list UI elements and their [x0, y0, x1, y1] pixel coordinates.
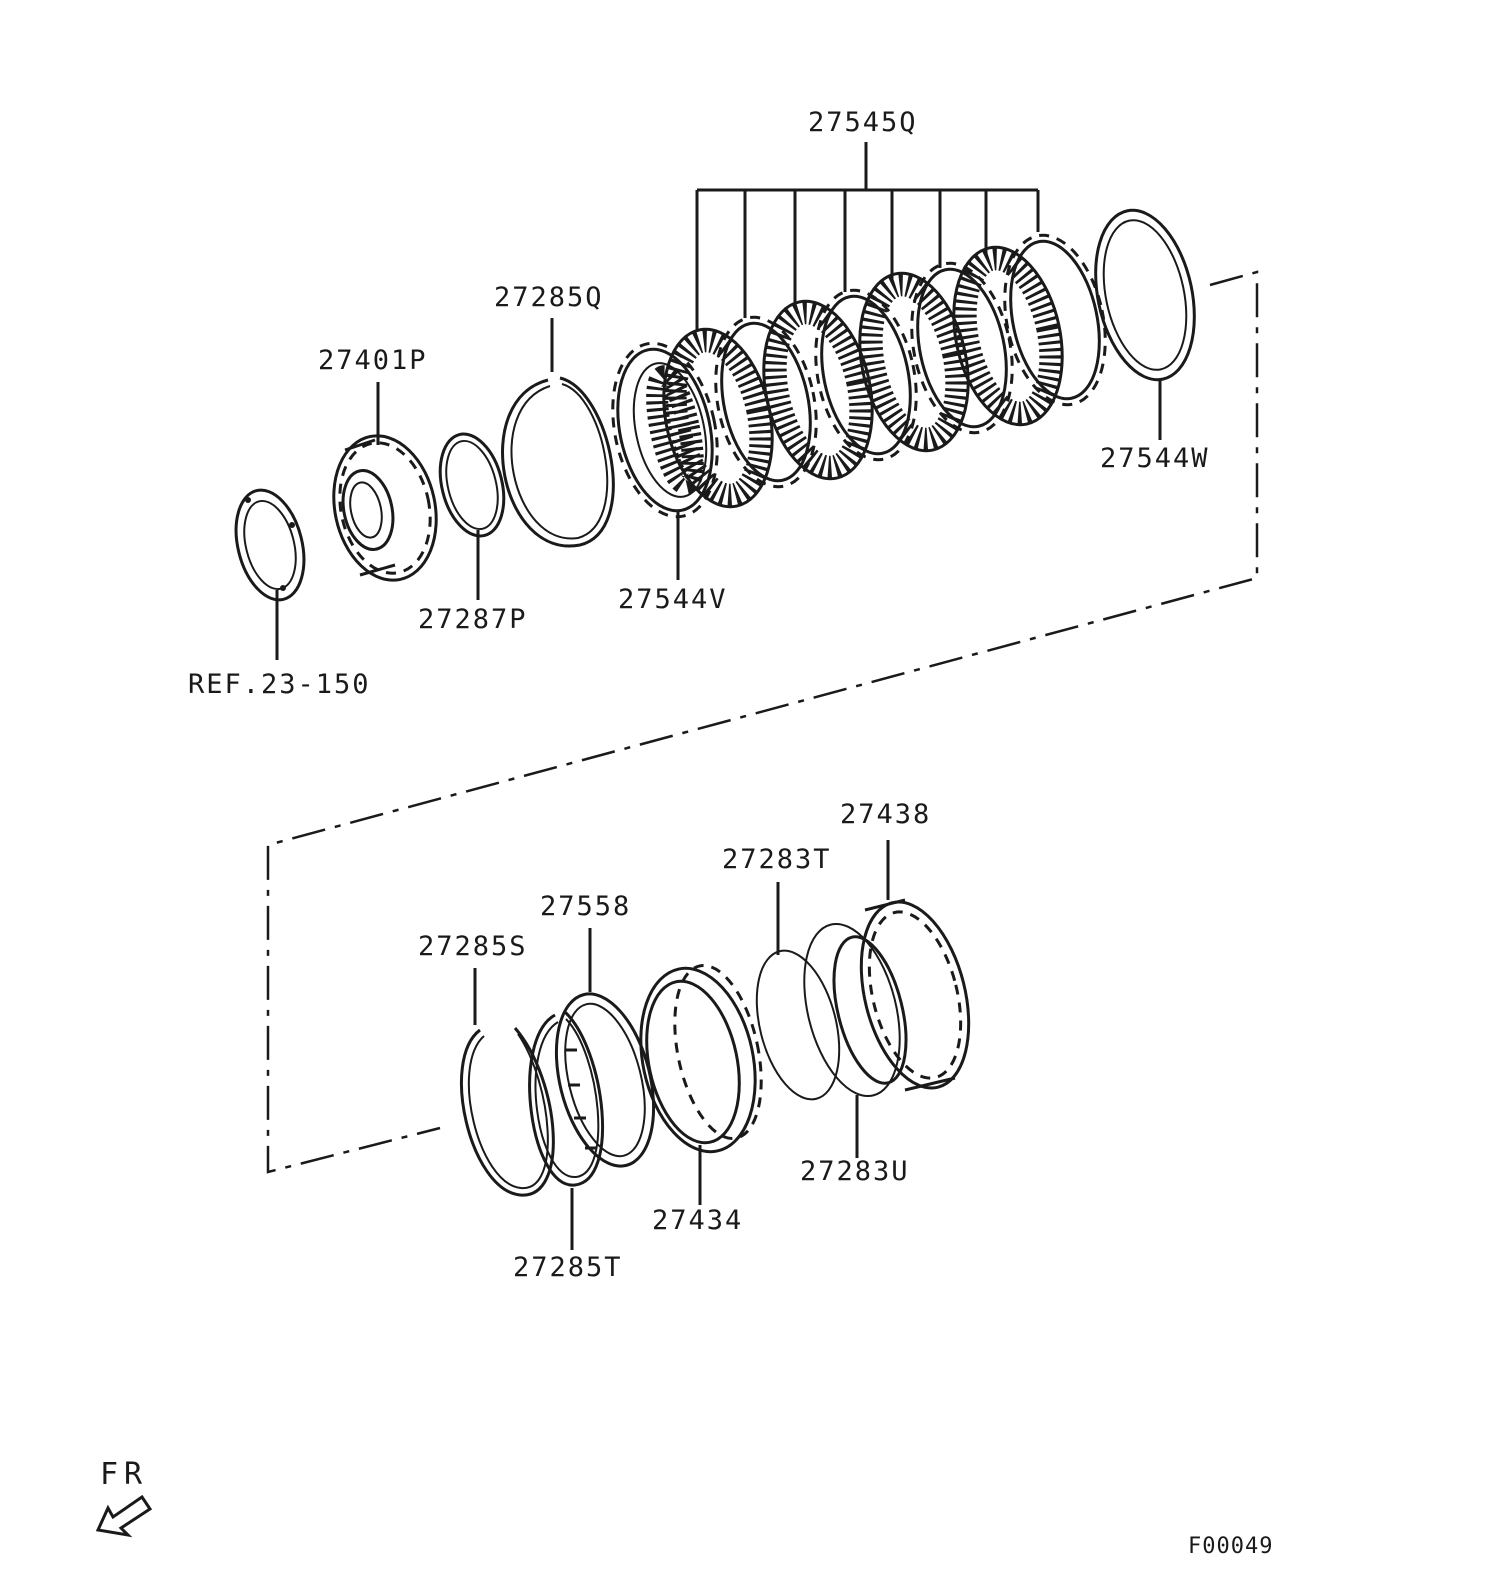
part-27283U-seal	[803, 922, 901, 1098]
assembly-boundary-line	[266, 270, 1259, 1174]
part-27438-drum	[832, 898, 971, 1092]
callout-27401P: 27401P	[318, 345, 428, 376]
figure-code: F00049	[1188, 1534, 1273, 1559]
callout-27285S: 27285S	[418, 931, 528, 962]
leader-lines-upper	[275, 142, 1162, 660]
part-27283T-seal	[755, 949, 841, 1101]
part-ref-23-150-washer	[234, 488, 306, 602]
part-27434-piston	[639, 964, 763, 1154]
part-27285S-snap-ring	[459, 1027, 555, 1197]
callout-ref-23-150: REF.23-150	[188, 669, 371, 700]
part-27401P-gear-hub	[332, 434, 438, 582]
callout-27285Q: 27285Q	[494, 282, 604, 313]
callout-27545Q: 27545Q	[808, 107, 918, 138]
callout-27283U: 27283U	[800, 1156, 910, 1187]
part-27544W-plate	[1094, 208, 1196, 382]
direction-label: FR	[100, 1457, 148, 1492]
callout-27544W: 27544W	[1100, 443, 1210, 474]
part-27285Q-snap-ring	[501, 376, 615, 548]
callout-27544V: 27544V	[618, 584, 728, 615]
callout-27285T: 27285T	[513, 1252, 623, 1283]
callout-27283T: 27283T	[722, 844, 832, 875]
callout-27434: 27434	[652, 1205, 743, 1236]
callout-27287P: 27287P	[418, 604, 528, 635]
part-27545Q-clutch-pack	[662, 233, 1107, 509]
callout-27558: 27558	[540, 891, 631, 922]
callout-27438: 27438	[840, 799, 931, 830]
front-direction-arrow-icon	[95, 1494, 153, 1538]
part-27285T-snap-ring	[528, 1010, 605, 1187]
leader-lines-lower	[473, 840, 890, 1250]
part-27287P-ring	[438, 432, 506, 538]
part-27544V-plate	[611, 341, 719, 519]
